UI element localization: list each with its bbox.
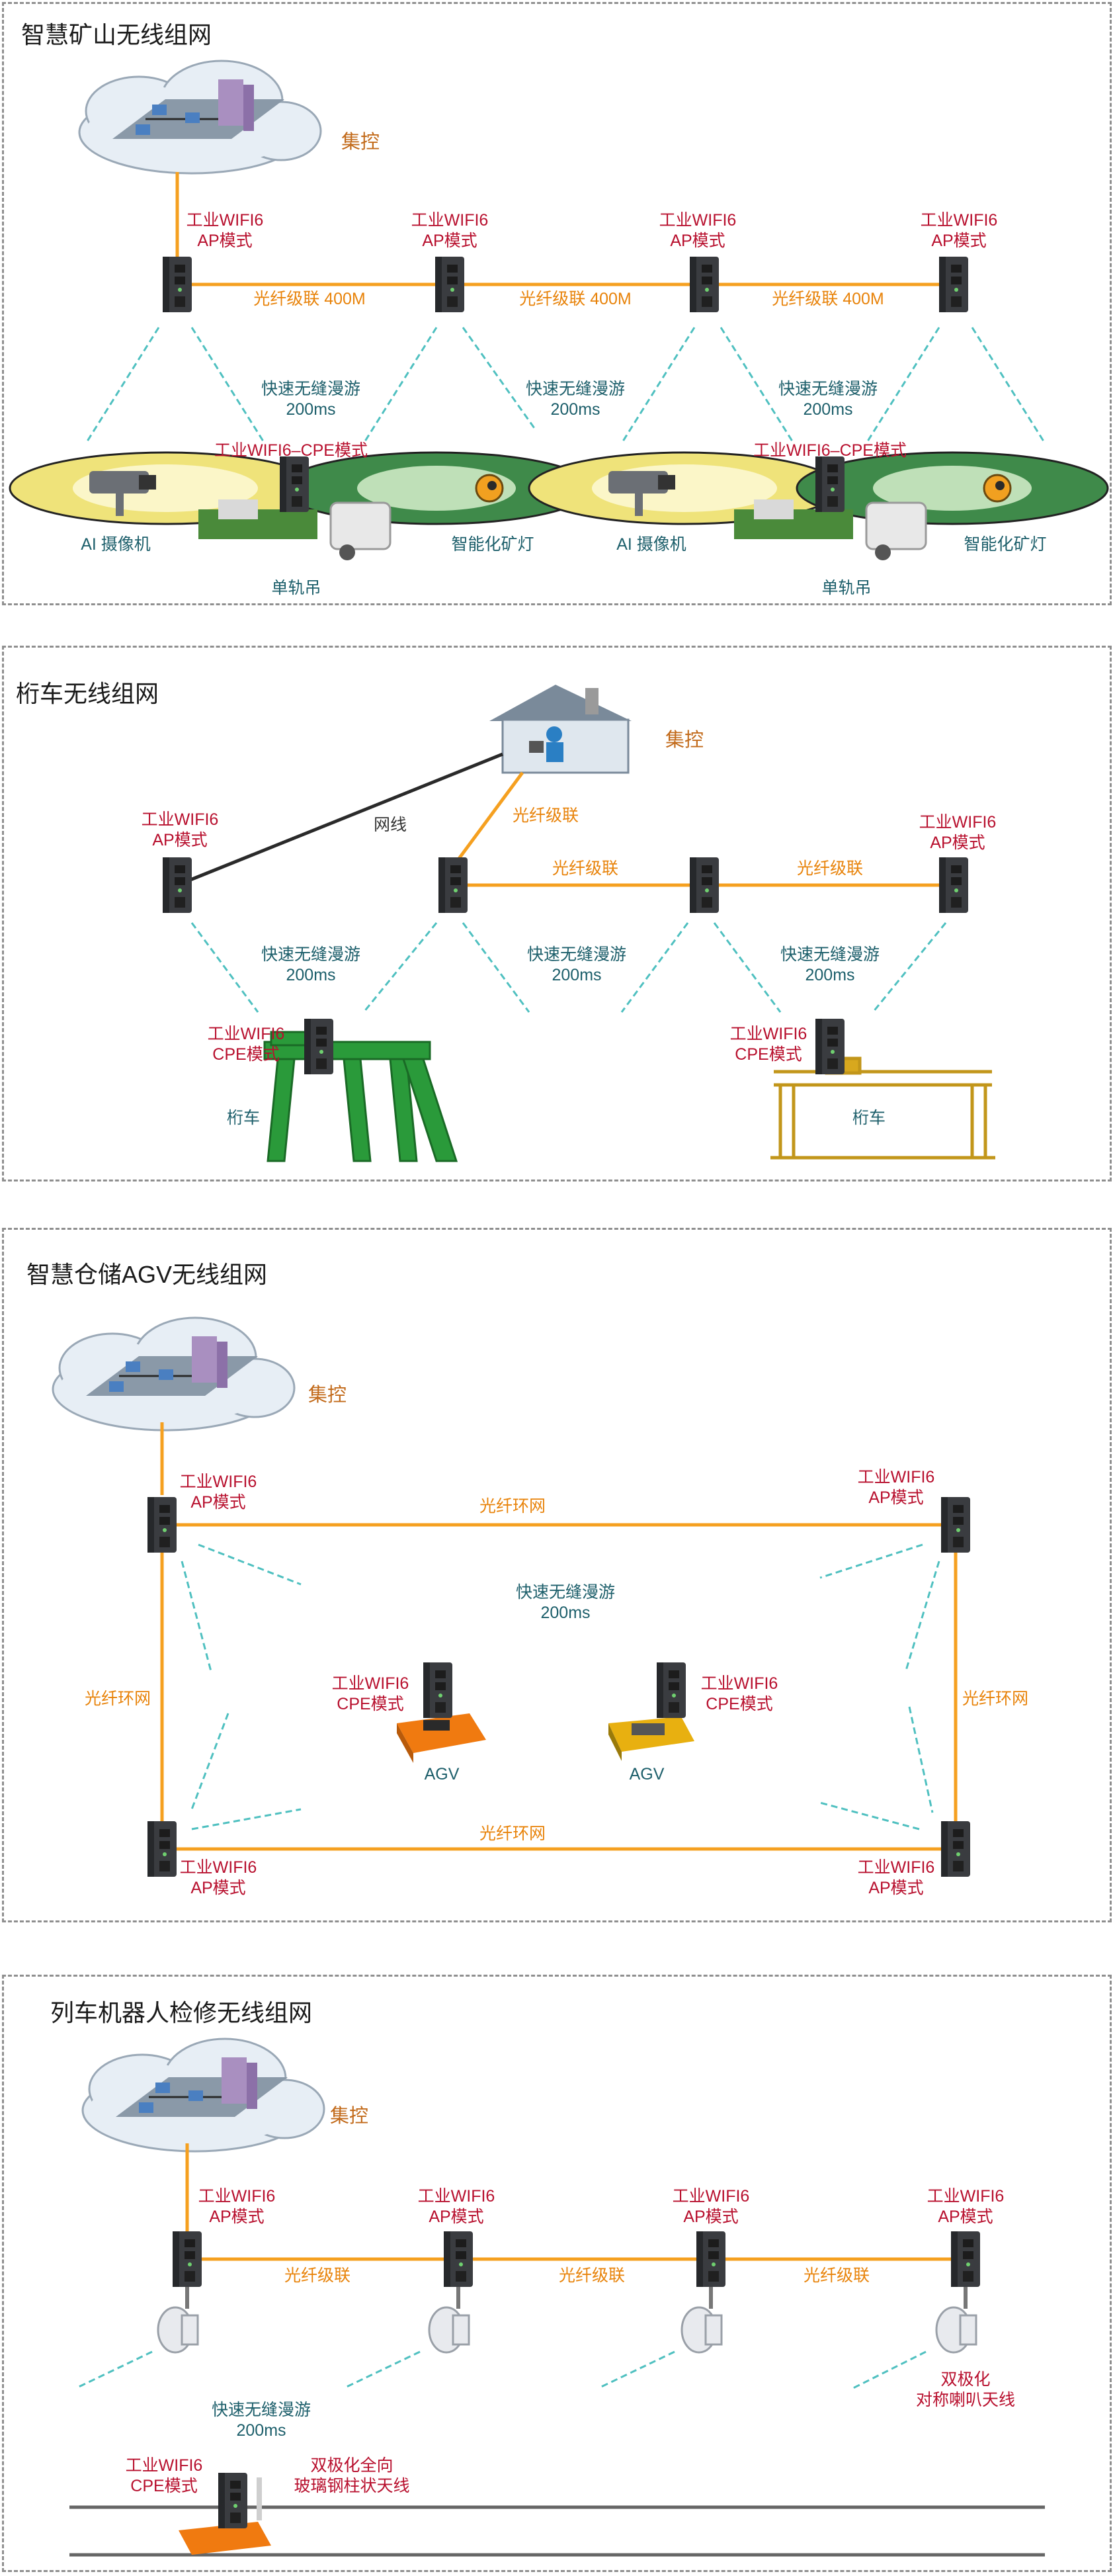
train-omni-antenna-label: 双极化全向玻璃钢柱状天线 xyxy=(294,2456,410,2495)
mine-section-title: 智慧矿山无线组网 xyxy=(21,21,212,48)
crane-section xyxy=(2,646,1112,1181)
agv-robot-icon xyxy=(608,1717,694,1761)
wireless-wave-icon xyxy=(75,2350,927,2389)
train-antenna-label: 双极化对称喇叭天线 xyxy=(915,2370,1016,2409)
train-fiber-3-label: 光纤级联 xyxy=(803,2266,870,2285)
agv-1-label: AGV xyxy=(424,1765,460,1783)
agv-2-label: AGV xyxy=(629,1765,665,1783)
monorail-machine-icon xyxy=(734,499,927,560)
agv-section xyxy=(2,1228,1112,1922)
crane-1-label: 桁车 xyxy=(226,1109,261,1127)
gantry-crane-icon xyxy=(263,1031,458,1162)
industrial-ap-icon xyxy=(444,2231,473,2287)
train-section-title: 列车机器人检修无线组网 xyxy=(50,1999,313,2026)
agv-ring-bottom-label: 光纤环网 xyxy=(479,1825,546,1843)
industrial-cpe-icon xyxy=(218,2473,247,2528)
mine-cpe-2-label: 工业WIFI6–CPE模式 xyxy=(753,441,907,460)
mine-camera-1-label: AI 摄像机 xyxy=(81,535,151,554)
crane-fiber-house-label: 光纤级联 xyxy=(512,806,579,825)
mine-lamp-1-label: 智能化矿灯 xyxy=(451,535,534,554)
mine-fiber-link-1: 光纤级联 400M xyxy=(253,290,366,308)
crane-fiber-2-label: 光纤级联 xyxy=(796,859,864,878)
agv-section-title: 智慧仓储AGV无线组网 xyxy=(26,1261,268,1288)
wireless-wave-icon xyxy=(190,922,947,1013)
mine-monorail-1-label: 单轨吊 xyxy=(271,579,321,597)
horn-antenna-icon xyxy=(935,2306,977,2354)
mine-cpe-1-label: 工业WIFI6–CPE模式 xyxy=(214,441,368,460)
agv-ring-top-label: 光纤环网 xyxy=(479,1497,546,1516)
mine-lamp-icon xyxy=(983,474,1012,503)
agv-robot-icon xyxy=(397,1713,486,1763)
horn-antenna-icon xyxy=(428,2306,470,2354)
ai-camera-icon xyxy=(608,471,675,516)
train-central-label: 集控 xyxy=(329,2106,369,2127)
mine-lamp-2-label: 智能化矿灯 xyxy=(964,535,1047,554)
industrial-ap-icon xyxy=(173,2231,202,2287)
crane-central-label: 集控 xyxy=(665,730,704,751)
ai-camera-icon xyxy=(89,471,156,516)
train-fiber-1-label: 光纤级联 xyxy=(284,2266,351,2285)
mine-fiber-link-3: 光纤级联 400M xyxy=(772,290,884,308)
horn-antenna-icon xyxy=(681,2306,723,2354)
mine-section xyxy=(2,2,1112,605)
train-fiber-2-label: 光纤级联 xyxy=(558,2266,626,2285)
monorail-machine-icon xyxy=(198,499,392,560)
mine-fiber-link-2: 光纤级联 400M xyxy=(519,290,632,308)
crane-2-label: 桁车 xyxy=(852,1109,886,1127)
train-section xyxy=(2,1975,1112,2572)
wireless-wave-icon xyxy=(181,1543,940,1830)
mine-camera-2-label: AI 摄像机 xyxy=(616,535,686,554)
agv-ring-right-label: 光纤环网 xyxy=(962,1690,1029,1708)
crane-section-title: 桁车无线组网 xyxy=(16,680,159,707)
agv-central-label: 集控 xyxy=(308,1385,347,1406)
industrial-ap-icon xyxy=(951,2231,980,2287)
mine-lamp-icon xyxy=(475,474,504,503)
mine-monorail-2-label: 单轨吊 xyxy=(821,579,872,597)
house-control-icon xyxy=(489,685,632,774)
crane-network-cable-label: 网线 xyxy=(373,816,407,834)
crane-fiber-1-label: 光纤级联 xyxy=(552,859,619,878)
wireless-wave-icon xyxy=(85,327,1046,444)
mine-central-label: 集控 xyxy=(341,132,380,153)
cloud-network-icon xyxy=(81,2038,325,2153)
industrial-ap-icon xyxy=(696,2231,725,2287)
agv-ring-left-label: 光纤环网 xyxy=(84,1690,151,1708)
horn-antenna-icon xyxy=(157,2306,199,2354)
